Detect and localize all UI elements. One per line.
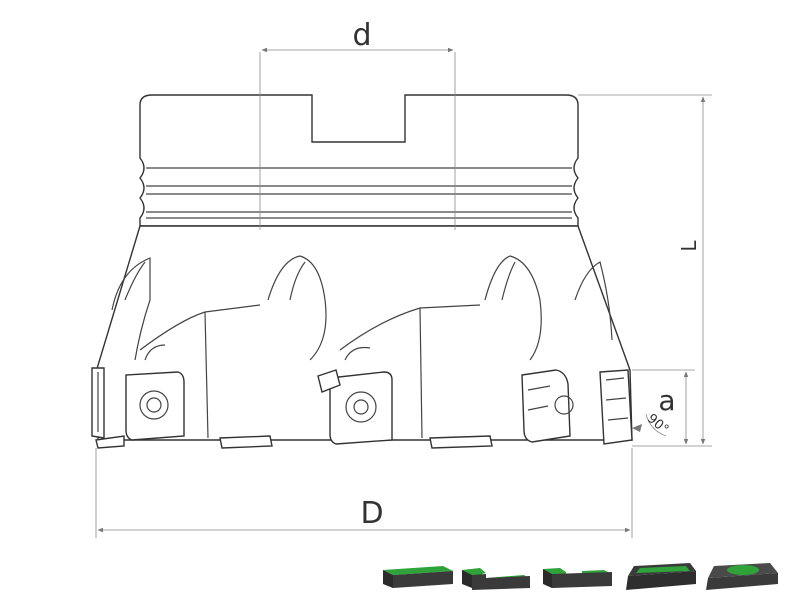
insert-profile-notch-icon bbox=[543, 568, 612, 588]
insert-isometric-frame-icon bbox=[626, 563, 696, 590]
insert-right-edge bbox=[599, 369, 633, 445]
insert-left-edge bbox=[91, 367, 105, 439]
insert-isometric-round-icon bbox=[706, 563, 778, 590]
insert-icons-row bbox=[383, 563, 778, 590]
insert-front-left bbox=[125, 371, 185, 441]
d-label: d bbox=[352, 18, 371, 53]
angle-arrow bbox=[632, 424, 642, 432]
insert-front-right bbox=[521, 369, 574, 443]
tool-shank bbox=[139, 94, 579, 227]
angle-arc bbox=[645, 413, 667, 437]
insert-front-center bbox=[317, 369, 393, 445]
D-label: D bbox=[360, 496, 383, 531]
insert-profile-flat-icon bbox=[383, 566, 453, 588]
a-label: a bbox=[658, 384, 675, 417]
insert-bottom-clips bbox=[95, 435, 493, 449]
L-label: L bbox=[677, 240, 701, 252]
cutter-head bbox=[95, 225, 633, 441]
insert-profile-step-icon bbox=[462, 568, 530, 590]
